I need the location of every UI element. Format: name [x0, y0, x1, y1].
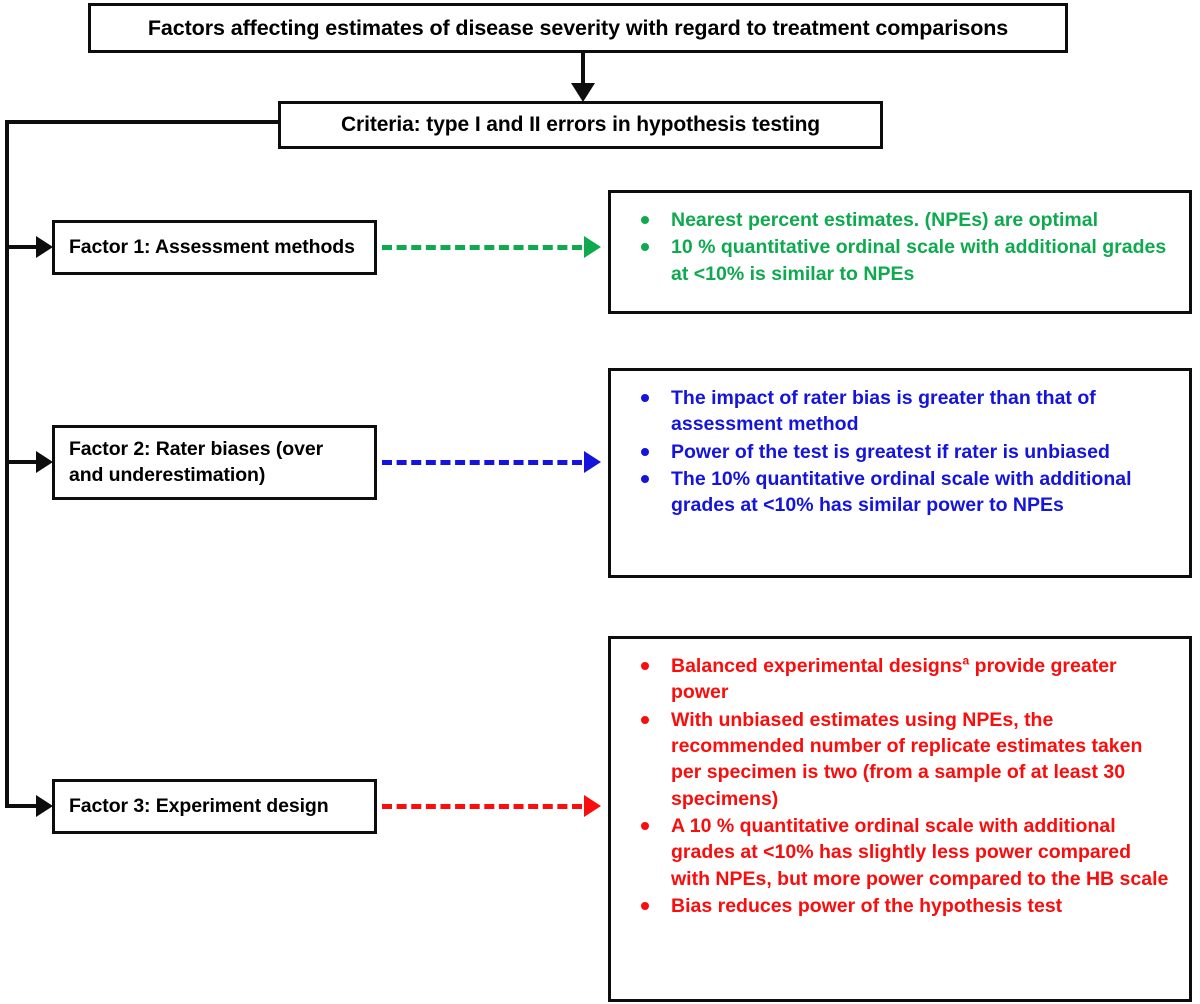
outcome-3-bullet: A 10 % quantitative ordinal scale with a… — [627, 813, 1173, 892]
dashed-arrow-head-factor-3-icon — [584, 795, 601, 817]
outcome-3-box: Balanced experimental designsa provide g… — [608, 636, 1192, 1002]
arrow-head-factor-3-icon — [36, 795, 53, 817]
arrow-head-factor-1-icon — [36, 236, 53, 258]
outcome-2-box: The impact of rater bias is greater than… — [608, 368, 1192, 578]
criteria-box: Criteria: type I and II errors in hypoth… — [278, 101, 883, 149]
criteria-box-text: Criteria: type I and II errors in hypoth… — [340, 113, 821, 136]
arrow-head-factor-2-icon — [36, 451, 53, 473]
outcome-2-bullet-list: The impact of rater bias is greater than… — [627, 385, 1173, 519]
outcome-2-bullet: The impact of rater bias is greater than… — [627, 385, 1173, 438]
outcome-3-bullet: With unbiased estimates using NPEs, the … — [627, 707, 1173, 812]
title-box: Factors affecting estimates of disease s… — [88, 3, 1068, 53]
outcome-2-bullet: Power of the test is greatest if rater i… — [627, 439, 1173, 465]
title-to-criteria-arrow-head — [571, 83, 595, 102]
factor-3-box: Factor 3: Experiment design — [52, 779, 377, 834]
spine-top-horizontal-line — [5, 120, 280, 124]
branch-line-factor-2 — [5, 460, 40, 464]
title-to-criteria-arrow-stem — [581, 53, 585, 87]
factor-2-box: Factor 2: Rater biases (over and underes… — [52, 425, 377, 500]
title-box-text: Factors affecting estimates of disease s… — [147, 15, 1009, 40]
branch-line-factor-3 — [5, 804, 40, 808]
factor-2-label: Factor 2: Rater biases (over and underes… — [69, 437, 324, 486]
outcome-3-bullet: Bias reduces power of the hypothesis tes… — [627, 893, 1173, 919]
outcome-1-bullet: 10 % quantitative ordinal scale with add… — [627, 234, 1173, 287]
dashed-connector-factor-1 — [382, 245, 582, 250]
branch-line-factor-1 — [5, 245, 40, 249]
dashed-connector-factor-2 — [382, 460, 582, 465]
dashed-connector-factor-3 — [382, 804, 582, 809]
outcome-3-bullet: Balanced experimental designsa provide g… — [627, 653, 1173, 706]
factor-3-label: Factor 3: Experiment design — [69, 794, 329, 817]
dashed-arrow-head-factor-2-icon — [584, 451, 601, 473]
outcome-1-bullet-list: Nearest percent estimates. (NPEs) are op… — [627, 207, 1173, 287]
outcome-1-box: Nearest percent estimates. (NPEs) are op… — [608, 190, 1192, 314]
factor-1-box: Factor 1: Assessment methods — [52, 220, 377, 275]
spine-vertical-line — [5, 120, 9, 808]
outcome-2-bullet: The 10% quantitative ordinal scale with … — [627, 466, 1173, 519]
dashed-arrow-head-factor-1-icon — [584, 236, 601, 258]
outcome-3-bullet-list: Balanced experimental designsa provide g… — [627, 653, 1173, 919]
outcome-1-bullet: Nearest percent estimates. (NPEs) are op… — [627, 207, 1173, 233]
factor-1-label: Factor 1: Assessment methods — [69, 235, 355, 258]
